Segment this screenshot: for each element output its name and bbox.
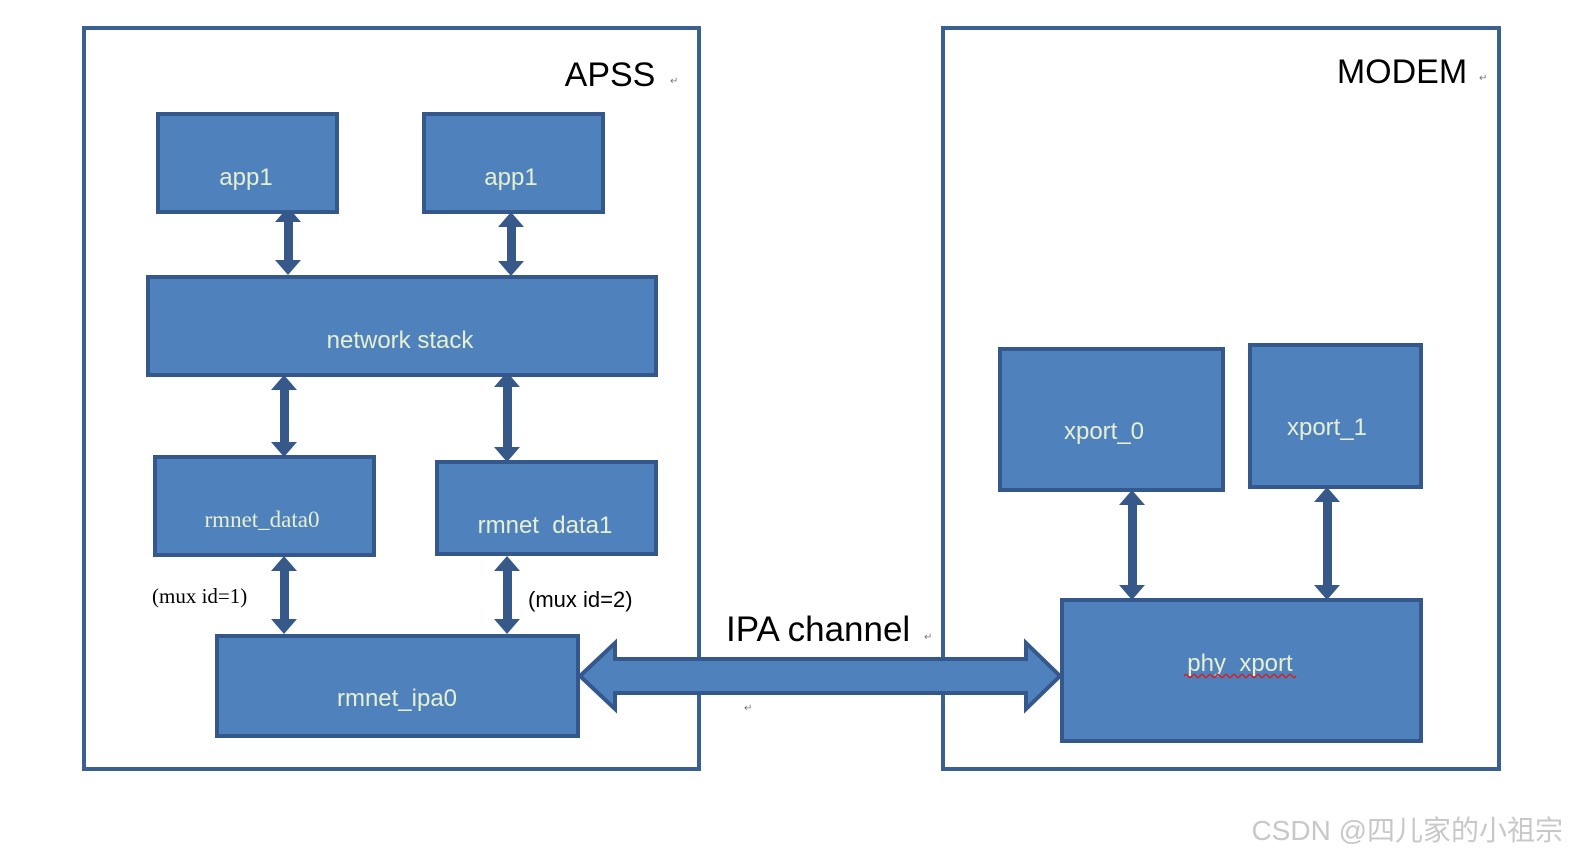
- rmnet-data1-label: rmnet data1: [478, 512, 613, 539]
- phy-xport-label: phy xport: [1187, 650, 1293, 677]
- modem-container: [941, 26, 1501, 771]
- xport-0-box: xport_0: [998, 347, 1225, 492]
- app1-right-box: app1: [422, 112, 605, 214]
- rmnet-data0-box: rmnet_data0: [153, 455, 376, 557]
- arrow-network-stack-rmnet-data0: [271, 375, 297, 457]
- ipa-channel-arrow: [577, 638, 1063, 714]
- app1-right-label: app1: [484, 164, 537, 191]
- xport-1-label: xport_1: [1287, 414, 1367, 441]
- arrow-network-stack-rmnet-data1: [494, 372, 520, 462]
- ipa-channel-label: IPA channel: [726, 610, 910, 649]
- network-stack-box: network stack: [146, 275, 658, 377]
- mux-id-2-label: (mux id=2): [528, 587, 633, 612]
- apss-title: APSS: [565, 56, 656, 94]
- pilcrow-mark: ↵: [924, 632, 932, 643]
- xport-1-box: xport_1: [1248, 343, 1423, 489]
- network-stack-label: network stack: [327, 327, 475, 354]
- rmnet-ipa0-label: rmnet_ipa0: [337, 685, 457, 712]
- apss-container: [82, 26, 701, 771]
- app1-left-box: app1: [156, 112, 339, 214]
- pilcrow-mark: ↵: [670, 76, 678, 87]
- modem-title: MODEM: [1337, 53, 1467, 91]
- pilcrow-mark: ↵: [1479, 73, 1487, 84]
- rmnet-data1-box: rmnet data1: [435, 460, 658, 556]
- arrow-app1-right-network-stack: [498, 212, 524, 276]
- rmnet-data0-label: rmnet_data0: [205, 507, 320, 532]
- pilcrow-mark: ↵: [744, 703, 752, 714]
- spellcheck-underline: [1183, 673, 1297, 679]
- xport-0-label: xport_0: [1064, 418, 1144, 445]
- arrow-app1-left-network-stack: [275, 207, 301, 275]
- csdn-watermark: CSDN @四儿家的小祖宗: [1251, 815, 1563, 846]
- arrow-rmnet-data0-rmnet-ipa0: [271, 556, 297, 634]
- phy-xport-box: phy xport: [1060, 598, 1423, 743]
- rmnet-ipa0-box: rmnet_ipa0: [215, 634, 580, 738]
- app1-left-label: app1: [219, 164, 272, 191]
- mux-id-1-label: (mux id=1): [152, 584, 247, 608]
- arrow-xport1-phy-xport: [1314, 487, 1340, 600]
- arrow-xport0-phy-xport: [1119, 490, 1145, 600]
- arrow-rmnet-data1-rmnet-ipa0: [494, 556, 520, 634]
